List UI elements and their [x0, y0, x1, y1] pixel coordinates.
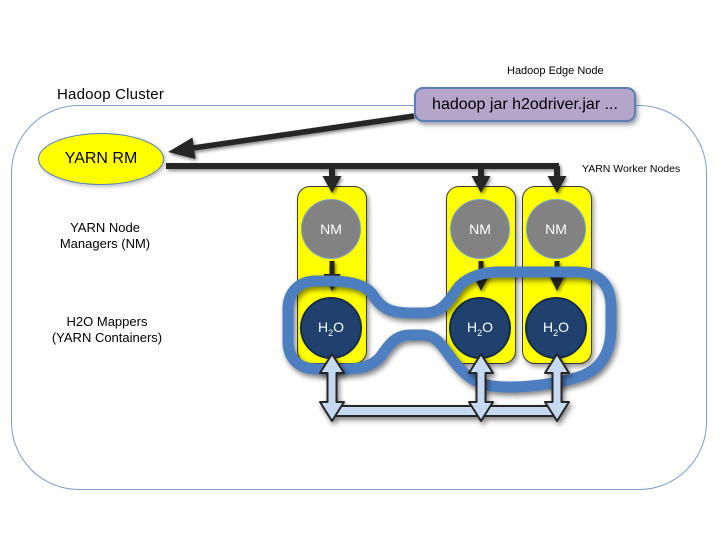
h2o-mappers-caption-line1: H2O Mappers	[66, 314, 148, 329]
nm-label: NM	[320, 221, 342, 237]
h2o-label: H2O	[542, 318, 570, 338]
h2o-circle-1: H2O	[300, 297, 362, 359]
edge-command-text: hadoop jar h2odriver.jar ...	[432, 95, 618, 113]
nm-label: NM	[545, 221, 567, 237]
worker-node-3: NM H2O	[522, 186, 592, 364]
nm-circle-1: NM	[301, 199, 361, 259]
nm-label: NM	[469, 221, 491, 237]
hadoop-cluster-boundary	[11, 105, 707, 490]
h2o-mappers-caption-line2: (YARN Containers)	[51, 330, 163, 345]
h2o-circle-3: H2O	[525, 297, 587, 359]
node-managers-caption-line1: YARN Node	[70, 220, 140, 235]
node-managers-caption: YARN Node Managers (NM)	[20, 220, 190, 252]
h2o-circle-2: H2O	[449, 297, 511, 359]
h2o-label: H2O	[317, 318, 345, 338]
worker-node-2: NM H2O	[446, 186, 516, 364]
worker-node-1: NM H2O	[297, 186, 367, 364]
cluster-title: Hadoop Cluster	[57, 86, 165, 103]
nm-circle-2: NM	[450, 199, 510, 259]
yarn-rm-label: YARN RM	[64, 150, 138, 167]
h2o-mappers-caption: H2O Mappers (YARN Containers)	[12, 314, 202, 346]
yarn-rm-node: YARN RM	[38, 133, 164, 185]
node-managers-caption-line2: Managers (NM)	[59, 236, 151, 251]
h2o-label: H2O	[466, 318, 494, 338]
edge-node-label: Hadoop Edge Node	[507, 65, 604, 77]
nm-circle-3: NM	[526, 199, 586, 259]
edge-command-box: hadoop jar h2odriver.jar ...	[414, 87, 636, 122]
worker-nodes-caption: YARN Worker Nodes	[582, 163, 681, 175]
